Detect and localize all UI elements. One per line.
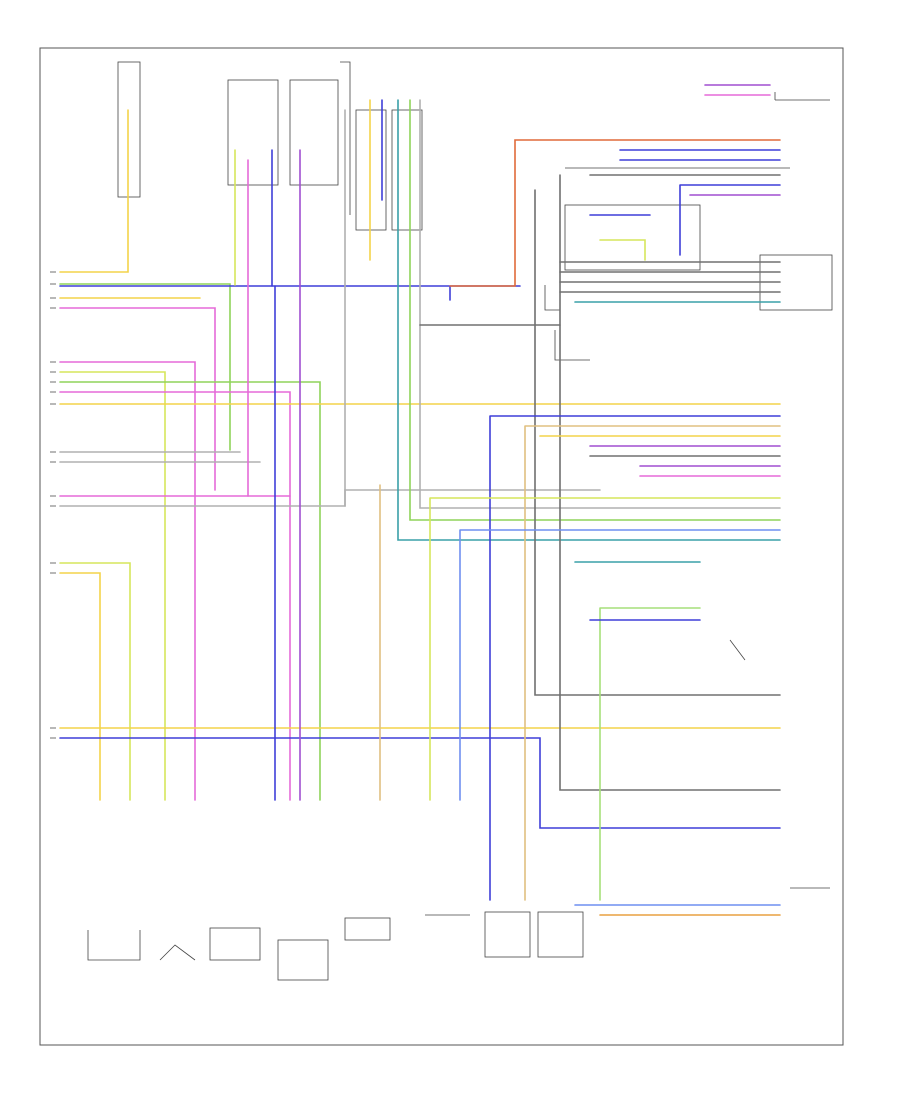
wire (397, 99, 781, 541)
connector-tick (50, 271, 56, 309)
component-box (277, 939, 329, 981)
connector-tick (50, 562, 56, 739)
wire (679, 184, 781, 256)
component-box (209, 927, 261, 961)
wire (419, 99, 781, 509)
component-box (537, 911, 584, 958)
wire (59, 737, 781, 829)
connector-box (391, 109, 423, 231)
component-box (484, 911, 531, 958)
connector-box (289, 79, 339, 186)
module-bracket (729, 639, 746, 661)
module-bracket (544, 285, 560, 311)
module-box (564, 204, 701, 271)
wire (599, 607, 701, 901)
connector-tick (50, 361, 56, 405)
wire (59, 381, 321, 801)
wire (459, 529, 781, 801)
wire (449, 139, 781, 287)
wire (59, 109, 129, 273)
wire (59, 371, 166, 801)
right-module-group (544, 92, 833, 889)
wire (59, 307, 216, 491)
diagram-frame (39, 47, 844, 1046)
module-bracket (340, 61, 351, 215)
module-bracket (554, 330, 590, 361)
switch-component (159, 944, 196, 961)
wire (59, 572, 101, 801)
wire (599, 239, 646, 261)
wire (409, 99, 781, 521)
wire (59, 283, 231, 451)
wire (59, 391, 291, 801)
component-box (344, 917, 391, 941)
component-outline (87, 930, 141, 961)
wire-group (59, 84, 781, 916)
top-left-connector-group (117, 61, 423, 231)
connector-box (227, 79, 279, 186)
wire (489, 415, 781, 901)
module-bracket (774, 92, 830, 101)
wire (59, 562, 131, 801)
connector-box (355, 109, 387, 231)
connector-box (117, 61, 141, 198)
wire (534, 189, 781, 696)
bottom-component-group (87, 911, 584, 981)
connector-tick-group (50, 271, 56, 739)
wire (59, 361, 196, 801)
connector-tick (50, 451, 56, 507)
wire (559, 174, 781, 791)
wire (429, 497, 781, 801)
wire (524, 425, 781, 901)
